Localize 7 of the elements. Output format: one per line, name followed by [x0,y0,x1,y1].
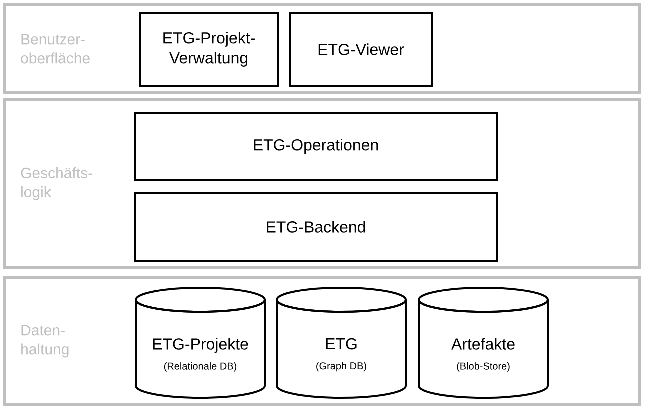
component-box: ETG-Backend [134,192,498,262]
component-box: ETG-Projekt- Verwaltung [139,12,279,87]
database-cylinder: ETG (Graph DB) [276,287,407,399]
component-box: ETG-Operationen [134,112,498,181]
component-box: ETG-Viewer [289,12,433,87]
database-cylinder: Artefakte (Blob-Store) [418,287,549,399]
database-cylinder: ETG-Projekte (Relationale DB) [135,287,266,399]
